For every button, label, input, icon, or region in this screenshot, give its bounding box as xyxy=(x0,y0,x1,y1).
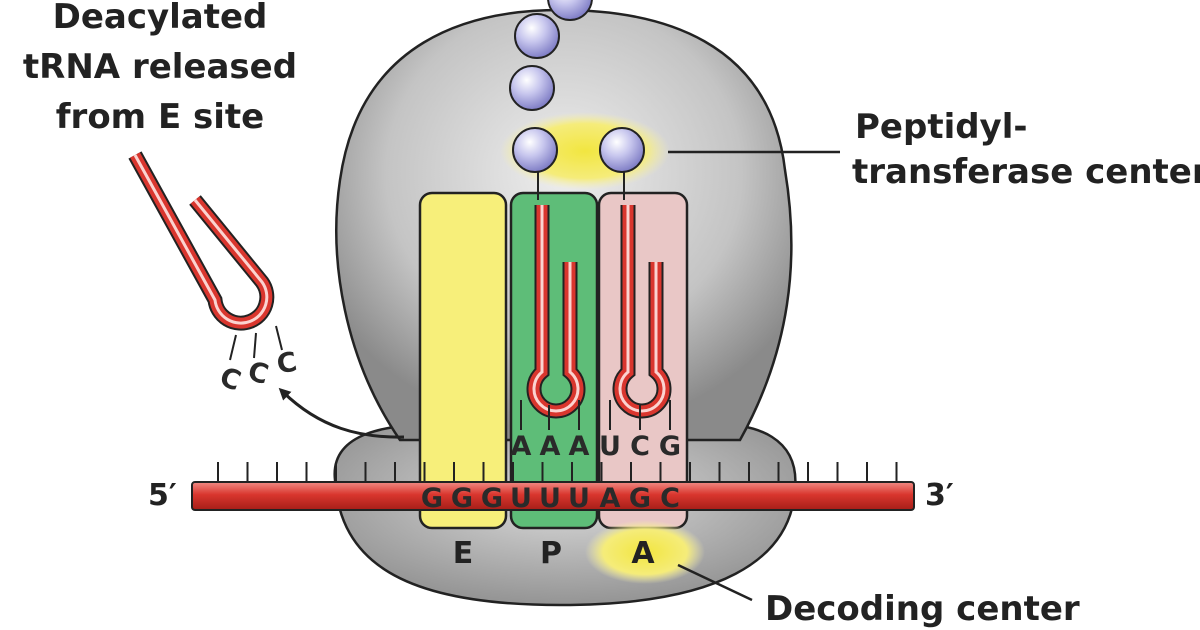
anticodon-base: C xyxy=(245,356,272,391)
five-prime-label: 5′ xyxy=(148,478,177,513)
p-site-trna xyxy=(520,205,586,430)
anticodon-base: A xyxy=(569,431,590,462)
e-site-box xyxy=(418,191,508,530)
codon-base: U xyxy=(568,483,590,514)
codon-base: C xyxy=(660,483,680,514)
release-arrow xyxy=(278,387,405,439)
codon-base: G xyxy=(451,483,473,514)
anticodon-base: C xyxy=(630,431,650,462)
ptc-label-line2: transferase center xyxy=(852,152,1200,192)
mrna-ticks xyxy=(217,462,898,482)
anticodon-base: G xyxy=(659,431,681,462)
anticodon-base: A xyxy=(540,431,561,462)
anticodon-base: C xyxy=(216,362,245,398)
anticodon-base: U xyxy=(599,431,621,462)
decoding-highlight xyxy=(585,520,705,584)
ptc-label-line1: Peptidyl- xyxy=(855,107,1028,147)
amino-acid-bead xyxy=(509,65,555,111)
released-anticodon: C C C xyxy=(216,347,300,398)
amino-acid-bead xyxy=(512,127,558,173)
decoding-leader-line xyxy=(677,563,753,602)
polypeptide-chain xyxy=(509,0,645,200)
p-site-label: P xyxy=(540,536,562,571)
amino-acid-bead xyxy=(547,0,593,21)
codon-base: U xyxy=(539,483,561,514)
deacylated-label-line2: tRNA released xyxy=(23,47,297,87)
deacylated-label-line3: from E site xyxy=(56,97,264,137)
anticodon-base: C xyxy=(274,347,299,381)
codon-base: G xyxy=(629,483,651,514)
codon-base: G xyxy=(481,483,503,514)
codon-base: U xyxy=(510,483,532,514)
amino-acid-bead xyxy=(599,127,645,173)
codon-base: A xyxy=(600,483,621,514)
decoding-center-label: Decoding center xyxy=(765,589,1080,629)
codon-bases: G G G U U U A G C xyxy=(421,483,680,514)
codon-base: G xyxy=(421,483,443,514)
a-site-anticodon: U C G xyxy=(599,431,681,462)
a-site-trna xyxy=(609,205,672,430)
a-site-label: A xyxy=(631,536,655,571)
anticodon-base: A xyxy=(511,431,532,462)
amino-acid-bead xyxy=(514,13,560,59)
p-site-box xyxy=(509,191,599,530)
released-trna xyxy=(128,151,283,361)
e-site-label: E xyxy=(453,536,474,571)
mrna-strand xyxy=(191,481,915,511)
p-site-anticodon: A A A xyxy=(511,431,590,462)
a-site-box xyxy=(597,191,689,530)
deacylated-label-line1: Deacylated xyxy=(53,0,268,37)
three-prime-label: 3′ xyxy=(925,478,954,513)
